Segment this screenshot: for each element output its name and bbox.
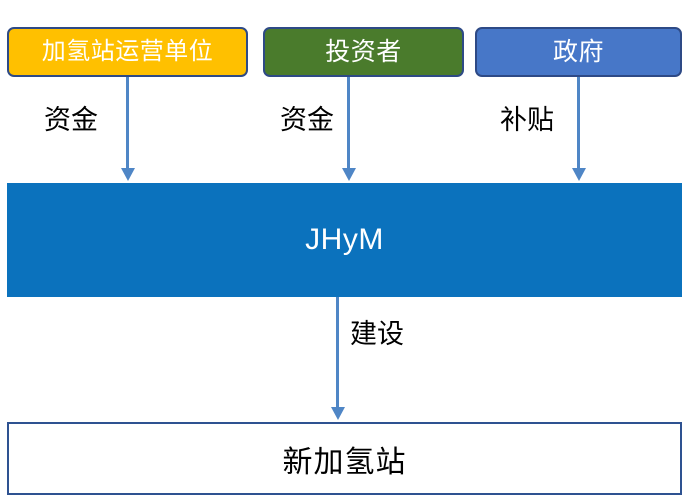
edge-investor-to-hub-line bbox=[347, 77, 350, 170]
node-government[interactable]: 政府 bbox=[475, 27, 682, 77]
edge-government-to-hub-label: 补贴 bbox=[500, 105, 554, 135]
node-station[interactable]: 新加氢站 bbox=[7, 422, 682, 495]
edge-government-to-hub-arrowhead bbox=[572, 168, 586, 181]
edge-operator-to-hub-label: 资金 bbox=[44, 105, 98, 135]
edge-government-to-hub-line bbox=[577, 77, 580, 170]
edge-operator-to-hub-line bbox=[126, 77, 129, 170]
edge-investor-to-hub-arrowhead bbox=[342, 168, 356, 181]
node-operator[interactable]: 加氢站运营单位 bbox=[7, 27, 248, 77]
node-operator-label: 加氢站运营单位 bbox=[41, 38, 214, 65]
edge-hub-to-station-arrowhead bbox=[331, 407, 345, 420]
edge-operator-to-hub-arrowhead bbox=[121, 168, 135, 181]
node-investor[interactable]: 投资者 bbox=[263, 27, 464, 77]
node-hub[interactable]: JHyM bbox=[7, 183, 682, 297]
node-investor-label: 投资者 bbox=[325, 37, 402, 66]
edge-hub-to-station-label: 建设 bbox=[350, 319, 404, 349]
edge-investor-to-hub-label: 资金 bbox=[280, 105, 334, 135]
node-station-label: 新加氢站 bbox=[282, 445, 407, 479]
node-government-label: 政府 bbox=[552, 37, 604, 66]
edge-hub-to-station-line bbox=[336, 297, 339, 409]
node-hub-label: JHyM bbox=[305, 223, 384, 256]
